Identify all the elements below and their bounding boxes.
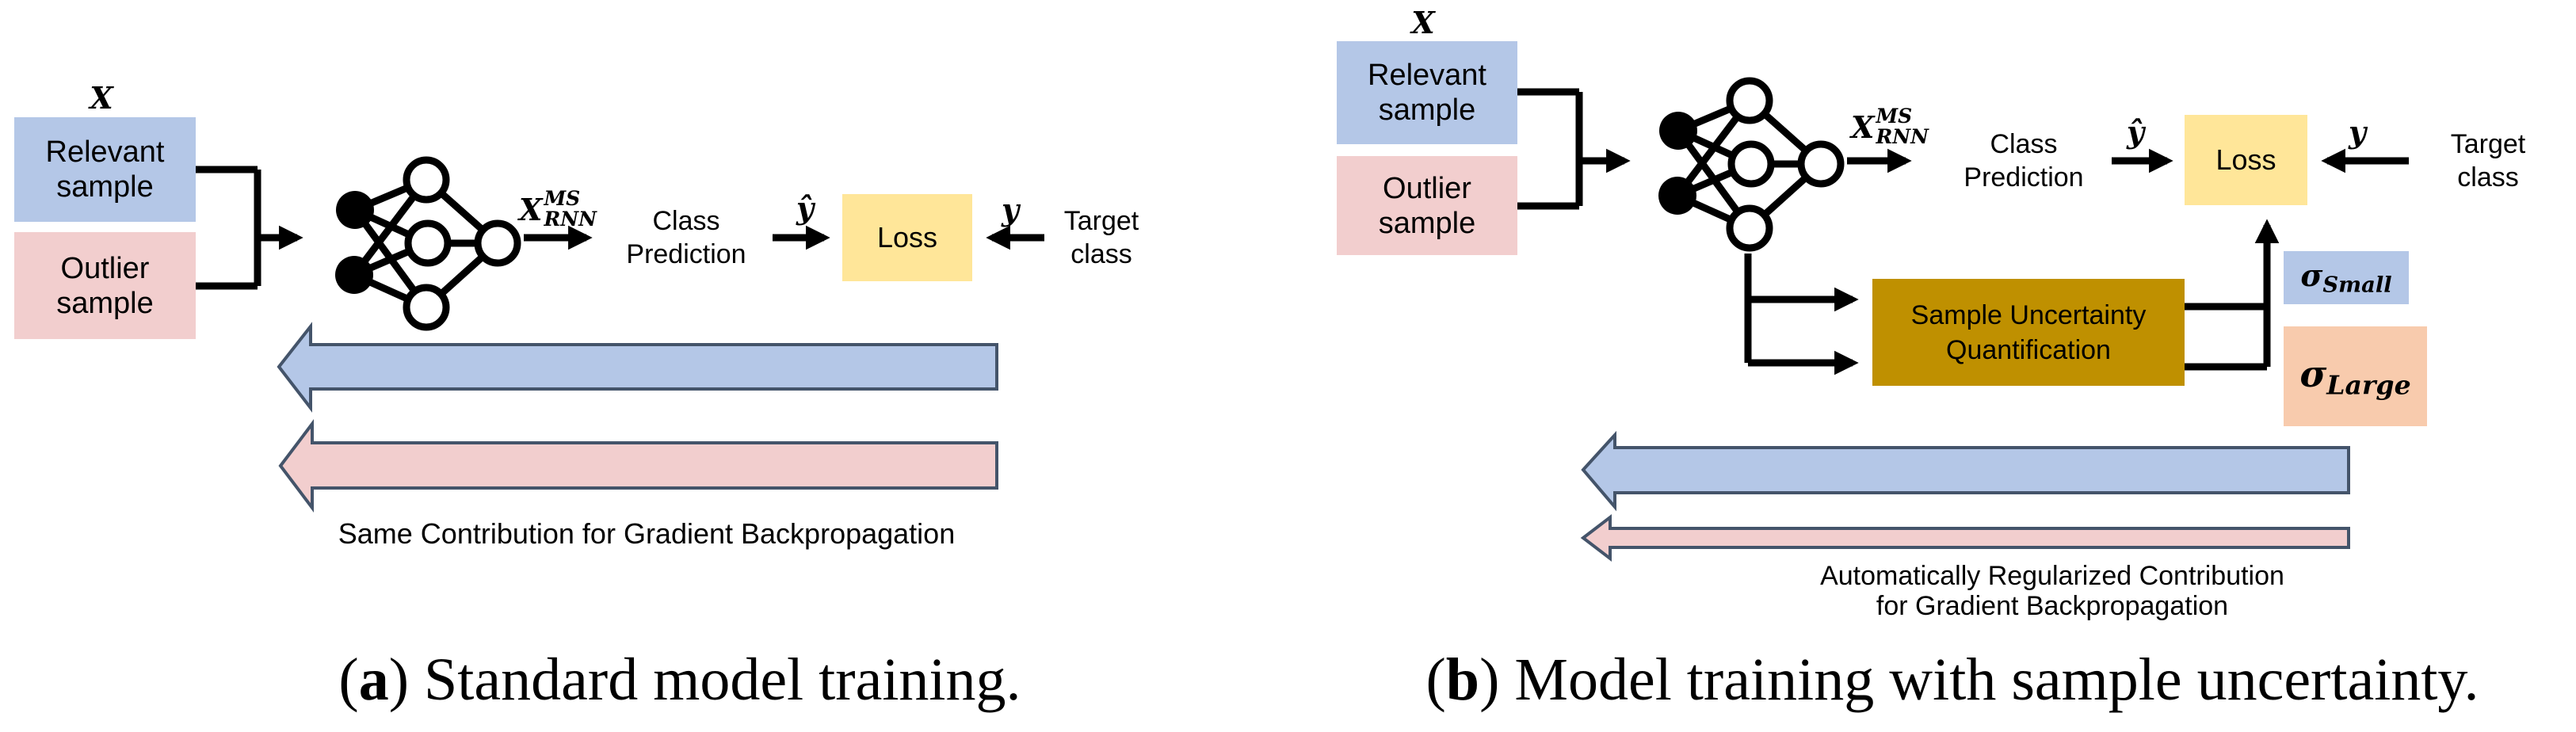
target-class-label-a: Target class (1063, 206, 1139, 269)
input-merge-bracket-b (1517, 88, 1583, 210)
gradient-arrow-outlier-a (278, 419, 998, 513)
gradient-arrow-outlier-regularized-b (1580, 513, 2350, 562)
regularized-contribution-note-b: Automatically Regularized Contribution f… (1820, 561, 2284, 621)
caption-b: (b) Model training with sample uncertain… (1425, 646, 2479, 713)
y-hat-label-b: ŷ (2126, 113, 2145, 150)
sigma-large-box-b: σLarge (2284, 326, 2427, 426)
caption-a: (a) Standard model training. (338, 646, 1021, 713)
relevant-sample-line1-b: Relevant (1368, 59, 1486, 92)
outlier-sample-line2-a: sample (56, 286, 154, 320)
gradient-arrow-relevant-b (1581, 430, 2350, 512)
relevant-sample-box-b: Relevant sample (1337, 41, 1517, 144)
rnn-output-sub-a: RNN (544, 208, 597, 231)
relevant-sample-box-a: Relevant sample (14, 117, 196, 222)
neural-network-icon-b (1658, 81, 1841, 248)
relevant-sample-line1-a: Relevant (45, 135, 165, 169)
outlier-sample-line2-b: sample (1378, 206, 1476, 240)
relevant-sample-line2-b: sample (1378, 93, 1476, 127)
gradient-arrow-relevant-a (277, 322, 998, 413)
class-prediction-label-a: Class Prediction (626, 206, 746, 269)
outlier-sample-line1-b: Outlier (1383, 171, 1471, 205)
loss-box-b: Loss (2185, 115, 2307, 205)
target-class-label-b: Target class (2450, 129, 2526, 193)
sample-uncertainty-quantification-box-b: Sample Uncertainty Quantification (1872, 279, 2185, 386)
sigma-small-box-b: σSmall (2284, 251, 2409, 304)
y-label-a: y (1001, 191, 1020, 227)
class-prediction-label-b: Class Prediction (1963, 129, 2084, 193)
rnn-output-sup-a: MS (544, 187, 581, 210)
input-x-label-b: X (1411, 4, 1435, 40)
relevant-sample-line2-a: sample (56, 170, 154, 204)
input-x-label-a: X (90, 79, 113, 116)
suq-output-stubs-b (2185, 303, 2267, 371)
loss-box-a: Loss (842, 194, 972, 281)
rnn-output-sub-b: RNN (1876, 125, 1929, 148)
outlier-sample-box-a: Outlier sample (14, 232, 196, 339)
y-hat-label-a: ŷ (796, 189, 815, 226)
rnn-output-sup-b: MS (1876, 105, 1913, 128)
neural-network-icon-a (335, 160, 517, 327)
input-merge-bracket-a (196, 166, 261, 290)
outlier-sample-box-b: Outlier sample (1337, 156, 1517, 255)
same-contribution-note-a: Same Contribution for Gradient Backpropa… (338, 517, 956, 550)
y-label-b: y (2348, 113, 2367, 150)
outlier-sample-line1-a: Outlier (60, 251, 150, 285)
